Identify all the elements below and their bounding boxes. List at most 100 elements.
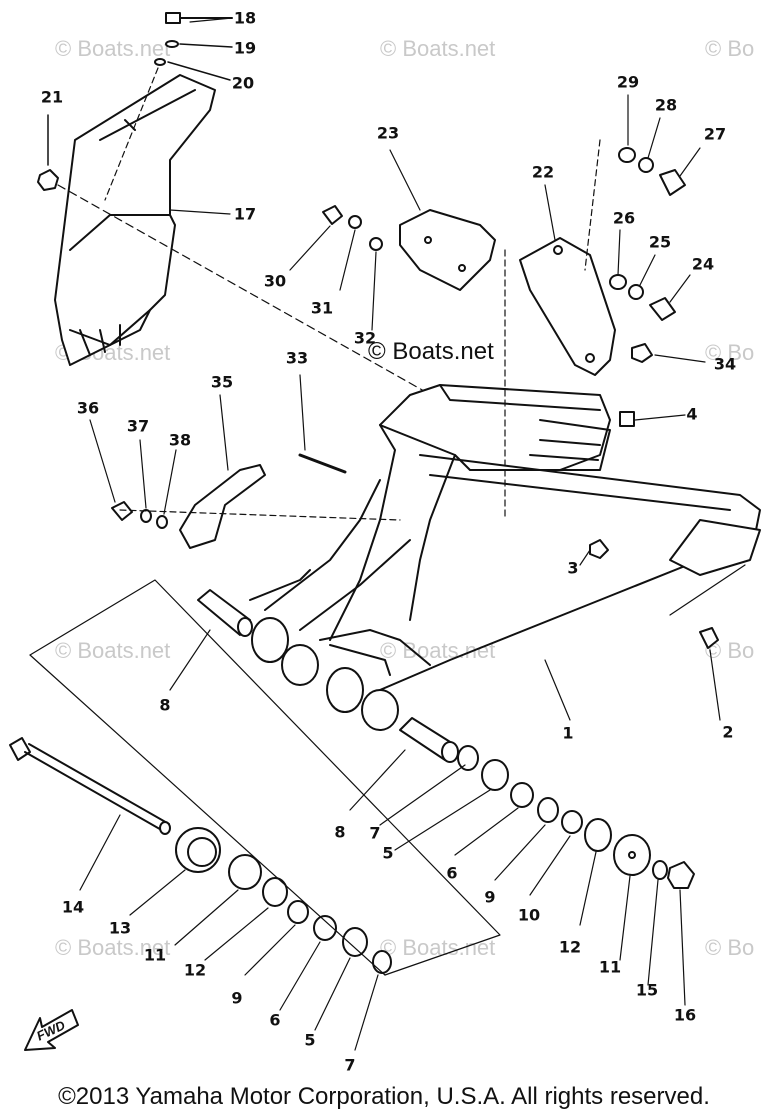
washer-28-part xyxy=(638,157,654,173)
callout-29: 29 xyxy=(616,72,640,92)
watermark: © Boats.net xyxy=(55,638,171,663)
callout-33: 33 xyxy=(285,348,309,368)
callout-20: 20 xyxy=(231,73,255,93)
callout-8b: 8 xyxy=(334,822,346,842)
watermark: © Bo xyxy=(705,340,755,365)
washer-32-part xyxy=(369,237,383,251)
swingarm-part xyxy=(249,384,761,691)
screw-18-part xyxy=(165,12,233,24)
callout-18: 18 xyxy=(233,8,257,28)
collar-7-right-part xyxy=(457,745,479,771)
callout-7a: 7 xyxy=(369,823,381,843)
callout-12b: 12 xyxy=(183,960,207,980)
watermark: © Boats.net xyxy=(380,36,496,61)
washer-26-part xyxy=(609,274,627,290)
watermark: © Bo xyxy=(705,36,755,61)
callout-11b: 11 xyxy=(143,945,167,965)
bushing-11-left-part xyxy=(228,854,262,890)
bolt-27-part xyxy=(659,169,686,196)
callout-7b: 7 xyxy=(344,1055,356,1075)
callout-19: 19 xyxy=(233,38,257,58)
callout-34: 34 xyxy=(713,354,737,374)
washer-37-part xyxy=(140,509,152,523)
bushing-5-left-part xyxy=(342,927,368,957)
callout-23: 23 xyxy=(376,123,400,143)
washer-31-part xyxy=(348,215,362,229)
watermark: © Boats.net xyxy=(380,935,496,960)
washer-15-part xyxy=(652,860,668,880)
copyright-notice: ©2013 Yamaha Motor Corporation, U.S.A. A… xyxy=(58,1083,710,1110)
bushing-5-right-part xyxy=(481,759,509,791)
pivot-shaft-14-part xyxy=(9,737,171,835)
nut-34-part xyxy=(631,343,653,363)
caliper-bracket-22-part xyxy=(519,237,616,376)
callout-24: 24 xyxy=(691,254,715,274)
bushing-13-part xyxy=(175,827,221,873)
chain-guard-23-part xyxy=(399,209,496,291)
callout-9a: 9 xyxy=(484,887,496,907)
cap-4-part xyxy=(619,411,635,427)
watermark: © Boats.net xyxy=(55,935,171,960)
callout-27: 27 xyxy=(703,124,727,144)
callout-31: 31 xyxy=(310,298,334,318)
callout-13: 13 xyxy=(108,918,132,938)
callout-36: 36 xyxy=(76,398,100,418)
washer-9-left-part xyxy=(287,900,309,924)
forward-arrow-icon xyxy=(24,1009,79,1051)
callout-11a: 11 xyxy=(598,957,622,977)
washer-19-part xyxy=(165,40,233,48)
callout-4: 4 xyxy=(686,404,698,424)
washer-29-part xyxy=(618,147,636,163)
callout-6a: 6 xyxy=(446,863,458,883)
nut-21-part xyxy=(37,114,59,191)
callout-25: 25 xyxy=(648,232,672,252)
seal-12-left-part xyxy=(262,877,288,907)
callout-37: 37 xyxy=(126,416,150,436)
callout-10: 10 xyxy=(517,905,541,925)
callout-21: 21 xyxy=(40,87,64,107)
callout-3: 3 xyxy=(567,558,579,578)
watermark: © Boats.net xyxy=(55,36,171,61)
callout-28: 28 xyxy=(654,95,678,115)
callout-32: 32 xyxy=(353,328,377,348)
washer-9-right-part xyxy=(537,797,559,823)
center-watermark: © Boats.net xyxy=(368,338,494,365)
washer-10-part xyxy=(561,810,583,834)
chain-case-part xyxy=(54,74,216,366)
callout-8a: 8 xyxy=(159,695,171,715)
collar-7-left-part xyxy=(372,950,392,974)
callout-12a: 12 xyxy=(558,937,582,957)
collar-8-lower-part xyxy=(399,717,459,763)
washer-20-part xyxy=(154,58,231,81)
seal-12-right-part xyxy=(584,818,612,852)
bolt-33-part xyxy=(298,453,347,474)
callout-9b: 9 xyxy=(231,988,243,1008)
callout-26: 26 xyxy=(612,208,636,228)
callout-22: 22 xyxy=(531,162,555,182)
watermark: © Bo xyxy=(705,935,755,960)
bushing-11-right-part xyxy=(613,834,651,876)
callout-2: 2 xyxy=(722,722,734,742)
callout-6b: 6 xyxy=(269,1010,281,1030)
callout-14: 14 xyxy=(61,897,85,917)
nut-16-part xyxy=(667,861,695,889)
nut-3-part xyxy=(589,539,609,559)
bearing-6-right-part xyxy=(510,782,534,808)
callout-1: 1 xyxy=(562,723,574,743)
callout-35: 35 xyxy=(210,372,234,392)
bearing-6-left-part xyxy=(313,915,337,941)
callout-38: 38 xyxy=(168,430,192,450)
callout-17: 17 xyxy=(233,204,257,224)
washer-25-part xyxy=(628,284,644,300)
callout-5a: 5 xyxy=(382,843,394,863)
collar-8-upper-part xyxy=(197,589,253,637)
callout-15: 15 xyxy=(635,980,659,1000)
bolt-2-part xyxy=(699,627,719,649)
callout-5b: 5 xyxy=(304,1030,316,1050)
bolt-30-part xyxy=(322,205,343,225)
callout-30: 30 xyxy=(263,271,287,291)
callout-16: 16 xyxy=(673,1005,697,1025)
plate-35-part xyxy=(179,464,266,549)
washer-38-part xyxy=(156,515,168,529)
